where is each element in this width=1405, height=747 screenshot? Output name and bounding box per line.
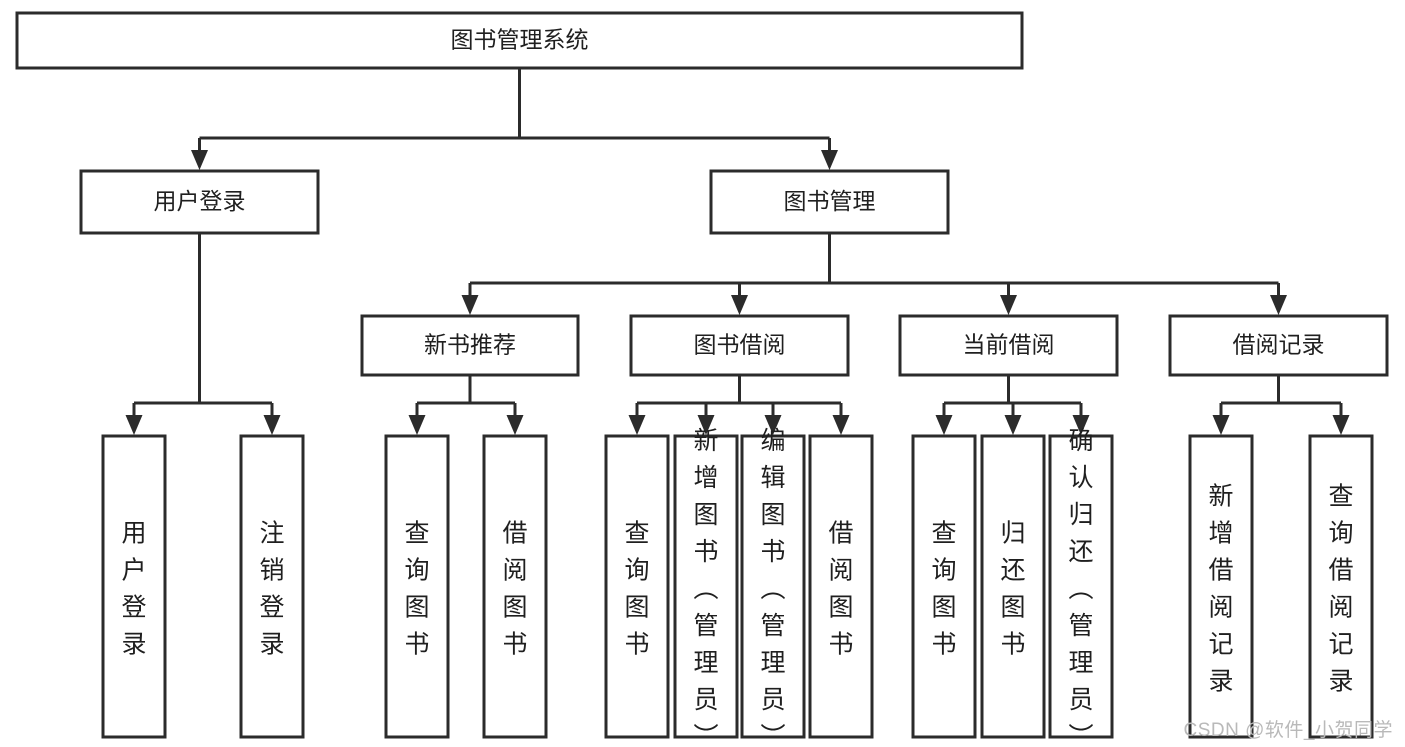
node-box-current-borrow[interactable] xyxy=(898,314,1119,377)
node-label-leaf-rec-add: 新增借阅记录 xyxy=(1208,482,1233,695)
node-label-leaf-rec-query2: 查询借阅记录 xyxy=(1328,482,1353,695)
node-label-leaf-user-login: 用户登录 xyxy=(121,519,146,658)
node-label-leaf-cur-query: 查询图书 xyxy=(931,519,956,658)
node-box-leaf-rec-add[interactable] xyxy=(1188,434,1254,739)
edges-layer xyxy=(125,68,1350,435)
node-box-leaf-rec-borrow[interactable] xyxy=(482,434,548,739)
edge-group-root xyxy=(191,68,838,170)
node-new-book-rec[interactable]: 新书推荐 xyxy=(360,314,580,377)
edge-group-borrow-record xyxy=(1212,375,1350,435)
node-leaf-borrow-add[interactable]: 新增图书︵管理员︶ xyxy=(673,427,739,747)
node-leaf-borrow-query[interactable]: 查询图书 xyxy=(604,434,670,739)
node-label-leaf-cur-return: 归还图书 xyxy=(1000,519,1025,658)
node-label-book-borrow: 图书借阅 xyxy=(694,332,786,358)
node-label-leaf-borrow-add: 新增图书︵管理员︶ xyxy=(693,427,718,747)
node-borrow-record[interactable]: 借阅记录 xyxy=(1168,314,1389,377)
node-leaf-rec-borrow[interactable]: 借阅图书 xyxy=(482,434,548,739)
watermark-text: CSDN @软件_小贺同学 xyxy=(1183,720,1393,741)
node-leaf-rec-query2[interactable]: 查询借阅记录 xyxy=(1308,434,1374,739)
node-box-leaf-rec-query[interactable] xyxy=(384,434,450,739)
node-leaf-cur-query[interactable]: 查询图书 xyxy=(911,434,977,739)
node-current-borrow[interactable]: 当前借阅 xyxy=(898,314,1119,377)
node-book-borrow[interactable]: 图书借阅 xyxy=(629,314,850,377)
edge-group-book-borrow xyxy=(628,375,850,435)
node-leaf-borrow-lend[interactable]: 借阅图书 xyxy=(808,434,874,739)
node-book-manage[interactable]: 图书管理 xyxy=(709,169,950,235)
node-box-leaf-user-login[interactable] xyxy=(101,434,167,739)
node-box-new-book-rec[interactable] xyxy=(360,314,580,377)
node-label-leaf-rec-query: 查询图书 xyxy=(404,519,429,658)
edge-group-user-login xyxy=(125,233,281,435)
node-box-leaf-cur-return[interactable] xyxy=(980,434,1046,739)
node-label-current-borrow: 当前借阅 xyxy=(963,332,1055,358)
node-label-leaf-logout: 注销登录 xyxy=(259,519,284,658)
node-box-leaf-borrow-add[interactable] xyxy=(673,434,739,739)
node-leaf-rec-query[interactable]: 查询图书 xyxy=(384,434,450,739)
node-leaf-cur-return[interactable]: 归还图书 xyxy=(980,434,1046,739)
node-leaf-cur-confirm[interactable]: 确认归还︵管理员︶ xyxy=(1048,427,1114,747)
node-leaf-user-login[interactable]: 用户登录 xyxy=(101,434,167,739)
edge-group-new-book-rec xyxy=(408,375,524,435)
node-box-book-borrow[interactable] xyxy=(629,314,850,377)
node-leaf-rec-add[interactable]: 新增借阅记录 xyxy=(1188,434,1254,739)
node-label-new-book-rec: 新书推荐 xyxy=(424,332,516,358)
node-label-leaf-cur-confirm: 确认归还︵管理员︶ xyxy=(1068,427,1093,747)
node-box-book-manage[interactable] xyxy=(709,169,950,235)
node-box-user-login[interactable] xyxy=(79,169,320,235)
node-label-borrow-record: 借阅记录 xyxy=(1233,332,1325,358)
node-label-leaf-borrow-lend: 借阅图书 xyxy=(828,519,853,658)
node-leaf-logout[interactable]: 注销登录 xyxy=(239,434,305,739)
node-root[interactable]: 图书管理系统 xyxy=(15,11,1024,70)
node-box-leaf-cur-query[interactable] xyxy=(911,434,977,739)
node-label-leaf-borrow-query: 查询图书 xyxy=(624,519,649,658)
edge-group-book-manage xyxy=(461,233,1287,315)
nodes-layer: 图书管理系统用户登录图书管理新书推荐图书借阅当前借阅借阅记录用户登录注销登录查询… xyxy=(15,11,1389,747)
node-label-leaf-borrow-edit: 编辑图书︵管理员︶ xyxy=(760,427,785,747)
node-label-user-login: 用户登录 xyxy=(154,188,246,214)
node-label-root: 图书管理系统 xyxy=(451,27,589,53)
node-box-borrow-record[interactable] xyxy=(1168,314,1389,377)
node-label-book-manage: 图书管理 xyxy=(784,188,876,214)
node-user-login[interactable]: 用户登录 xyxy=(79,169,320,235)
edge-group-current-borrow xyxy=(935,375,1090,435)
node-box-leaf-borrow-query[interactable] xyxy=(604,434,670,739)
node-box-root[interactable] xyxy=(15,11,1024,70)
node-label-leaf-rec-borrow: 借阅图书 xyxy=(502,519,527,658)
node-box-leaf-borrow-edit[interactable] xyxy=(740,434,806,739)
node-box-leaf-rec-query2[interactable] xyxy=(1308,434,1374,739)
node-box-leaf-borrow-lend[interactable] xyxy=(808,434,874,739)
node-leaf-borrow-edit[interactable]: 编辑图书︵管理员︶ xyxy=(740,427,806,747)
node-box-leaf-cur-confirm[interactable] xyxy=(1048,434,1114,739)
node-box-leaf-logout[interactable] xyxy=(239,434,305,739)
